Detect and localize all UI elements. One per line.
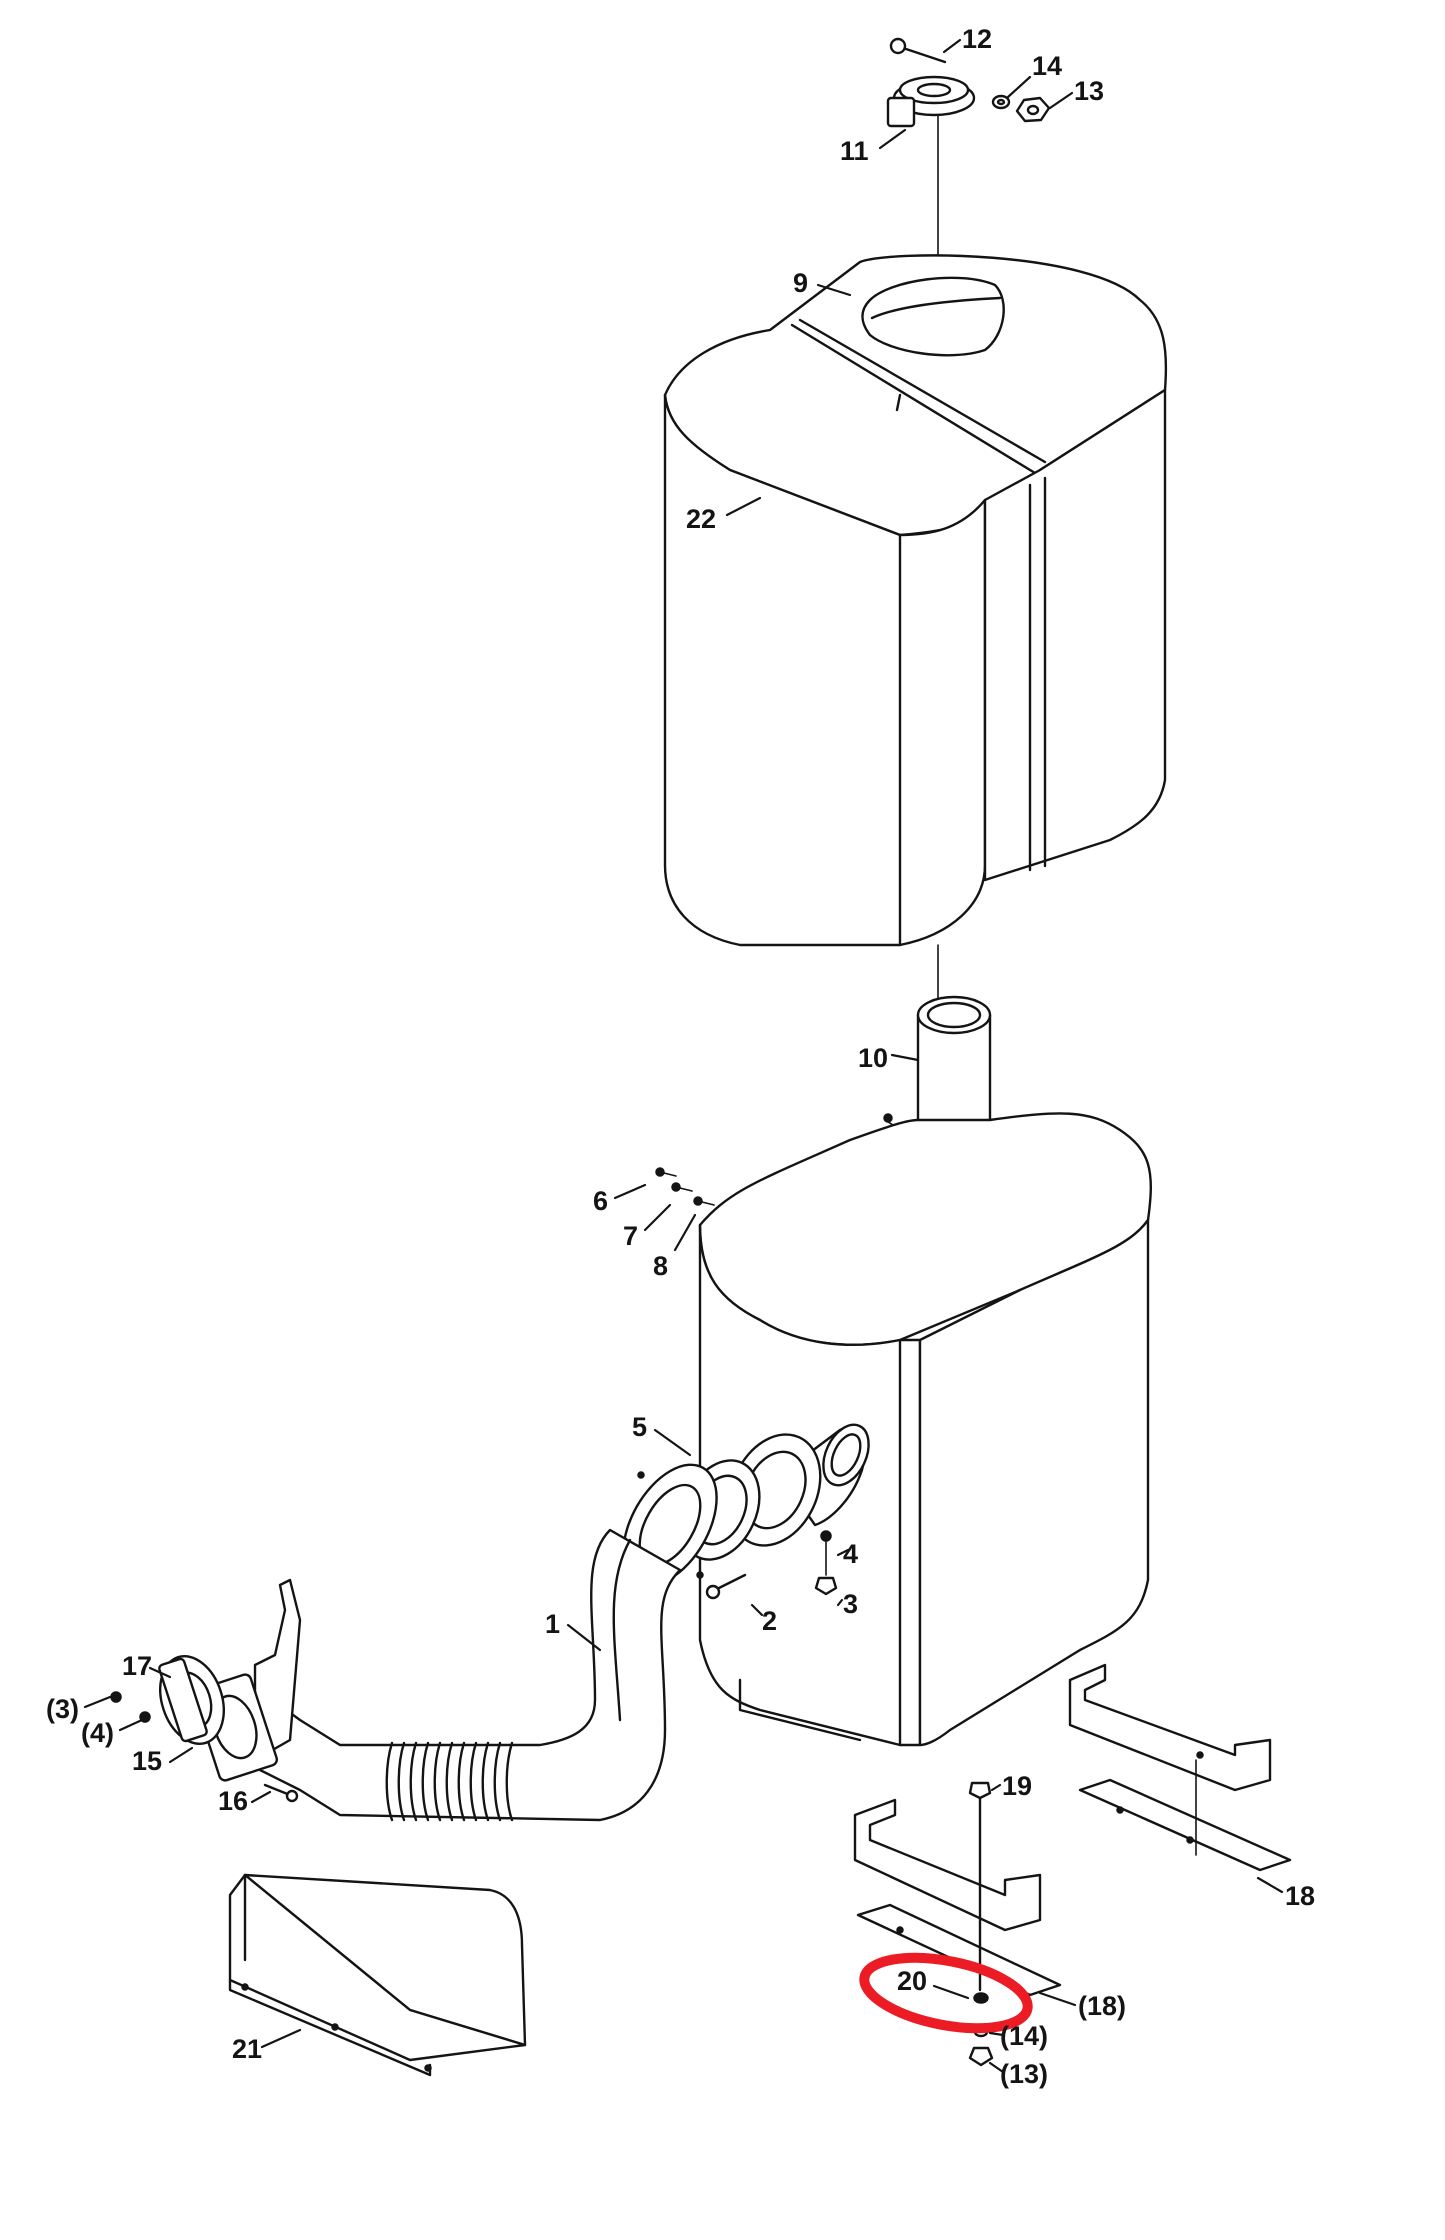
bellows-section: [385, 1741, 514, 1822]
callout-4: 4: [843, 1539, 858, 1569]
flange-assembly-part-15-17: [158, 1578, 302, 1782]
callout-15: 15: [132, 1746, 162, 1776]
callout-12: 12: [962, 24, 992, 54]
callout-1: 1: [545, 1609, 560, 1639]
callout-7: 7: [623, 1221, 638, 1251]
bolt-part-2: [705, 1573, 747, 1600]
callout-14-ref: (14): [1000, 2021, 1048, 2051]
callout-11: 11: [840, 136, 869, 166]
cover-opening-part-9: [861, 276, 1005, 412]
callout-21: 21: [232, 2034, 262, 2064]
nut-part-13: [1015, 96, 1051, 123]
callout-22: 22: [686, 504, 716, 534]
nut-part-13-lower: [968, 2046, 994, 2067]
bolt-part-12: [889, 37, 947, 64]
callout-5: 5: [632, 1412, 647, 1442]
heat-shield-part-21: [228, 1873, 527, 2077]
cover-shell-part-22: [663, 254, 1168, 947]
bracket-right-part-18: [1068, 1663, 1292, 1872]
callout-labels: 12 14 13 11 9 22 10 6 7 8 5 4 3 2 1 17 (…: [46, 24, 1315, 2089]
studs-part-16: [263, 1783, 299, 1803]
washer-part-20: [973, 1992, 989, 2004]
washer-part-14: [991, 94, 1011, 110]
callout-18: 18: [1285, 1881, 1315, 1911]
callout-14: 14: [1032, 51, 1062, 81]
callout-13-ref: (13): [1000, 2059, 1048, 2089]
leader-lines: [83, 38, 1284, 2074]
callout-6: 6: [593, 1186, 608, 1216]
bolt-part-19: [968, 1781, 992, 1992]
callout-4-ref: (4): [81, 1718, 114, 1748]
callout-8: 8: [653, 1251, 668, 1281]
callout-3-ref: (3): [46, 1694, 79, 1724]
callout-18-ref: (18): [1078, 1991, 1126, 2021]
screws-part-6-7-8: [655, 1167, 715, 1206]
muffler-body: [698, 1112, 1152, 1747]
callout-19: 19: [1002, 1771, 1032, 1801]
callout-20: 20: [897, 1966, 927, 1996]
hardware-part-3-4-left: [110, 1691, 151, 1723]
callout-2: 2: [762, 1606, 777, 1636]
gasket-part-5: [679, 1433, 822, 1561]
washer-nut-part-4-3: [814, 1530, 838, 1596]
exhaust-pipe-part-1: [228, 1528, 682, 1822]
callout-3: 3: [843, 1589, 858, 1619]
highlight-ring-part-20: [859, 1952, 1033, 2034]
callout-10: 10: [858, 1043, 888, 1073]
callout-9: 9: [793, 268, 808, 298]
callout-16: 16: [218, 1786, 248, 1816]
clamp-part-11: [886, 75, 976, 128]
callout-13: 13: [1074, 76, 1104, 106]
callout-17: 17: [122, 1651, 152, 1681]
